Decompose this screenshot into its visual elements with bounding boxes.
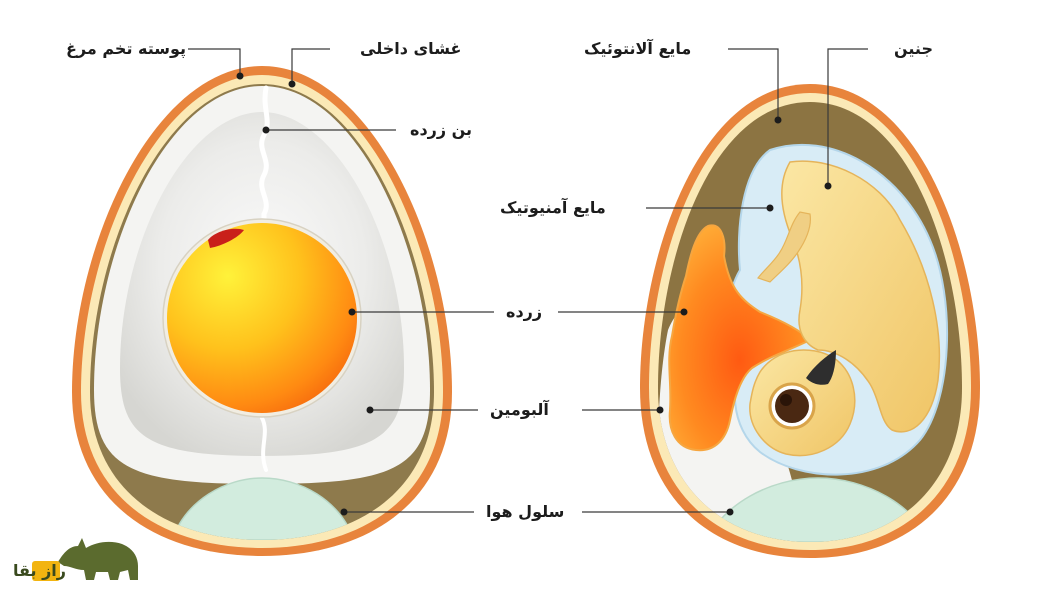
label-albumen: آلبومین: [490, 400, 549, 419]
embryo-body: [781, 160, 941, 433]
rhino-silhouette: [58, 538, 138, 580]
dot-shell: [236, 72, 244, 80]
leader-embryo: [827, 48, 868, 186]
dot-chalaza: [262, 126, 270, 134]
logo-badge: [32, 561, 60, 581]
label-shell: پوسته تخم مرغ: [66, 39, 187, 58]
leader-dots: [236, 72, 832, 516]
label-yolk: زرده: [506, 302, 543, 321]
right-egg: [640, 84, 980, 558]
dot-air-cell: [340, 508, 348, 516]
yolk-sac: [668, 224, 812, 452]
dot-allantoic: [774, 116, 782, 124]
chalaza-bottom: [260, 416, 268, 472]
label-chalaza: بن زرده: [410, 120, 473, 139]
leader-lines: [188, 48, 868, 513]
left-egg: [72, 66, 452, 556]
dot-air-cell-right: [726, 508, 734, 516]
dot-membrane: [288, 80, 296, 88]
leader-membrane: [291, 48, 330, 84]
embryo-beak: [806, 350, 836, 385]
leader-allantoic: [728, 48, 779, 120]
logo-text: راز بقا: [12, 561, 66, 580]
yolk: [167, 223, 357, 413]
label-amniotic-fluid: مایع آمنیوتیک: [500, 198, 606, 217]
label-inner-membrane: غشای داخلی: [360, 39, 462, 58]
dot-albumen: [366, 406, 374, 414]
embryo-limb: [757, 211, 811, 283]
label-embryo: جنین: [894, 39, 933, 58]
dot-yolk-right: [680, 308, 688, 316]
chalaza-top: [259, 85, 270, 235]
dot-albumen-right: [656, 406, 664, 414]
germinal-disc: [208, 228, 244, 248]
label-allantoic-fluid: مایع آلانتوئیک: [584, 39, 692, 58]
dot-embryo: [824, 182, 832, 190]
rhino-icon: [58, 538, 138, 580]
leader-shell: [188, 48, 241, 76]
embryo-eye: [775, 389, 809, 423]
dot-amniotic: [766, 204, 774, 212]
label-air-cell: سلول هوا: [486, 502, 565, 521]
left-egg-air-cell: [170, 477, 356, 540]
embryo-eye-highlight: [780, 394, 792, 406]
dot-yolk: [348, 308, 356, 316]
